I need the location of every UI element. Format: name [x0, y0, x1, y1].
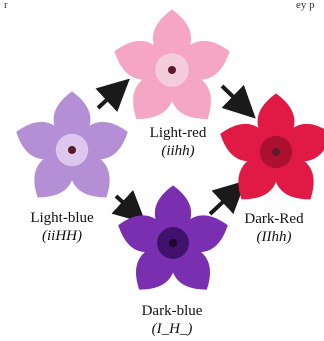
flower-eye	[68, 146, 76, 154]
flower-light-red	[115, 10, 229, 119]
genotype: (IIhh)	[214, 228, 324, 246]
phenotype-name: Light-blue	[30, 210, 93, 226]
genotype: (I_H_)	[112, 320, 232, 338]
label-dark-blue: Dark-blue (I_H_)	[112, 302, 232, 338]
flower-light-blue	[17, 92, 127, 197]
phenotype-name: Light-red	[150, 125, 207, 141]
flower-eye	[169, 239, 177, 247]
phenotype-name: Dark-blue	[142, 303, 203, 319]
genotype: (iihh)	[118, 142, 238, 160]
label-light-blue: Light-blue (iiHH)	[2, 209, 122, 245]
genotype: (iiHH)	[2, 227, 122, 245]
phenotype-name: Dark-Red	[244, 211, 303, 227]
flower-dark-blue	[119, 186, 227, 289]
label-dark-red: Dark-Red (IIhh)	[214, 210, 324, 246]
arrow-lightblue-to-lightred	[98, 84, 124, 108]
arrow-lightred-to-darkred	[222, 86, 250, 113]
label-light-red: Light-red (iihh)	[118, 124, 238, 160]
flower-eye	[272, 148, 280, 156]
flower-eye	[168, 66, 176, 74]
